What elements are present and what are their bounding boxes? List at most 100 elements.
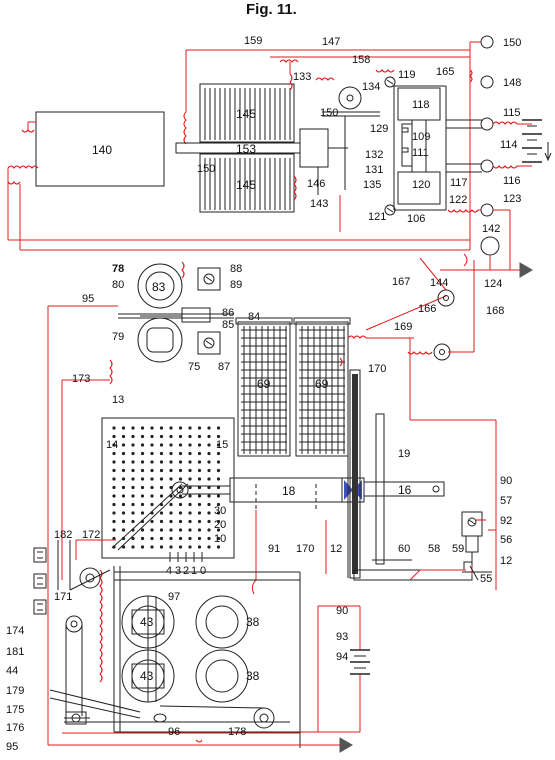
pin-dot	[140, 536, 145, 541]
pulley-hub	[443, 295, 449, 301]
label-13: 13	[112, 394, 124, 406]
pin-dot	[140, 511, 145, 515]
label-18: 18	[282, 484, 296, 498]
terminal-142	[480, 236, 500, 256]
ground-arrow-95	[339, 737, 353, 753]
label-78: 78	[112, 263, 124, 275]
label-1: 1	[191, 565, 197, 577]
pin-dot	[150, 434, 154, 439]
pin-dot	[112, 443, 116, 447]
pin-dot	[207, 511, 211, 515]
pin-dot	[178, 545, 183, 549]
pin-dot	[159, 536, 164, 541]
winding-pattern	[204, 88, 291, 140]
label-12-left: 12	[330, 543, 342, 555]
roller-83	[145, 271, 175, 301]
label-83: 83	[152, 280, 166, 294]
label-118: 118	[412, 99, 430, 111]
pin-dot	[131, 434, 135, 439]
electromagnet-145-upper	[199, 83, 295, 143]
label-140: 140	[92, 143, 112, 157]
label-182: 182	[54, 529, 72, 541]
pin-dot	[150, 485, 154, 490]
label-12-right: 12	[500, 555, 512, 567]
battery-114	[522, 119, 542, 163]
battery-94	[350, 649, 370, 675]
pin-dot	[188, 460, 192, 464]
pin-dot	[112, 460, 116, 464]
label-120: 120	[412, 179, 430, 191]
label-94: 94	[336, 651, 348, 663]
label-4: 4	[166, 565, 172, 577]
pin-dot	[112, 536, 116, 541]
pin-dot	[188, 528, 192, 532]
figure-title: Fig. 11.	[246, 1, 297, 18]
pin-dot	[121, 494, 126, 498]
pin-dot	[140, 426, 145, 430]
pulley-hub	[439, 349, 445, 355]
label-106: 106	[407, 213, 425, 225]
label-95-top: 95	[82, 293, 94, 305]
pin-dot	[216, 477, 221, 481]
label-69-left: 69	[257, 377, 271, 391]
pin-dot	[131, 485, 135, 490]
wire	[409, 569, 421, 581]
label-58: 58	[428, 543, 440, 555]
label-135: 135	[363, 179, 381, 191]
contact	[401, 127, 409, 133]
label-93: 93	[336, 631, 348, 643]
label-148: 148	[503, 77, 521, 89]
roller-79-core	[146, 327, 174, 353]
pin-dot	[140, 545, 145, 549]
pin-dot	[178, 519, 183, 524]
coil	[21, 129, 35, 133]
ground-arrow-124	[519, 262, 533, 278]
coil	[293, 175, 297, 201]
pin-dot	[112, 426, 116, 430]
wire	[195, 739, 203, 743]
pin-dot	[197, 536, 202, 541]
pulley-hub	[70, 620, 78, 628]
pin-dot	[131, 426, 135, 430]
contact	[401, 147, 409, 153]
label-117: 117	[450, 177, 468, 189]
pin-dot	[121, 519, 126, 524]
pin-dot	[121, 426, 126, 430]
pin-dot	[121, 511, 126, 515]
pin-dot	[197, 426, 202, 430]
coil-140-left	[7, 165, 39, 169]
post-19	[375, 413, 385, 565]
pulley-178	[253, 707, 275, 729]
label-181: 181	[6, 646, 24, 658]
pin-dot	[169, 426, 173, 430]
pin-dot	[216, 536, 221, 541]
label-38-lower: 38	[246, 669, 260, 683]
terminal-115	[480, 117, 494, 131]
connector	[33, 599, 47, 615]
pin-dot	[121, 502, 126, 507]
pin-dot	[140, 528, 145, 532]
label-16: 16	[398, 483, 412, 497]
label-84: 84	[248, 311, 260, 323]
pin-dot	[178, 477, 183, 481]
pin-dot	[188, 502, 192, 507]
pin-dot	[131, 494, 135, 498]
pin-dot	[188, 443, 192, 447]
label-179: 179	[6, 685, 24, 697]
pin-dot	[169, 528, 173, 532]
electromagnet-145-lower	[199, 153, 295, 213]
pin-dot	[207, 528, 211, 532]
coil	[315, 77, 335, 81]
coil	[347, 335, 367, 339]
label-175: 175	[6, 704, 24, 716]
pin-dot	[131, 536, 135, 541]
terminal-116	[480, 159, 494, 173]
pin-dot	[188, 536, 192, 541]
pin-dot	[112, 434, 116, 439]
pin-dot	[112, 519, 116, 524]
label-150-pulley: 150	[320, 107, 338, 119]
label-14: 14	[106, 439, 118, 451]
label-132: 132	[365, 149, 383, 161]
pin-dot	[207, 519, 211, 524]
